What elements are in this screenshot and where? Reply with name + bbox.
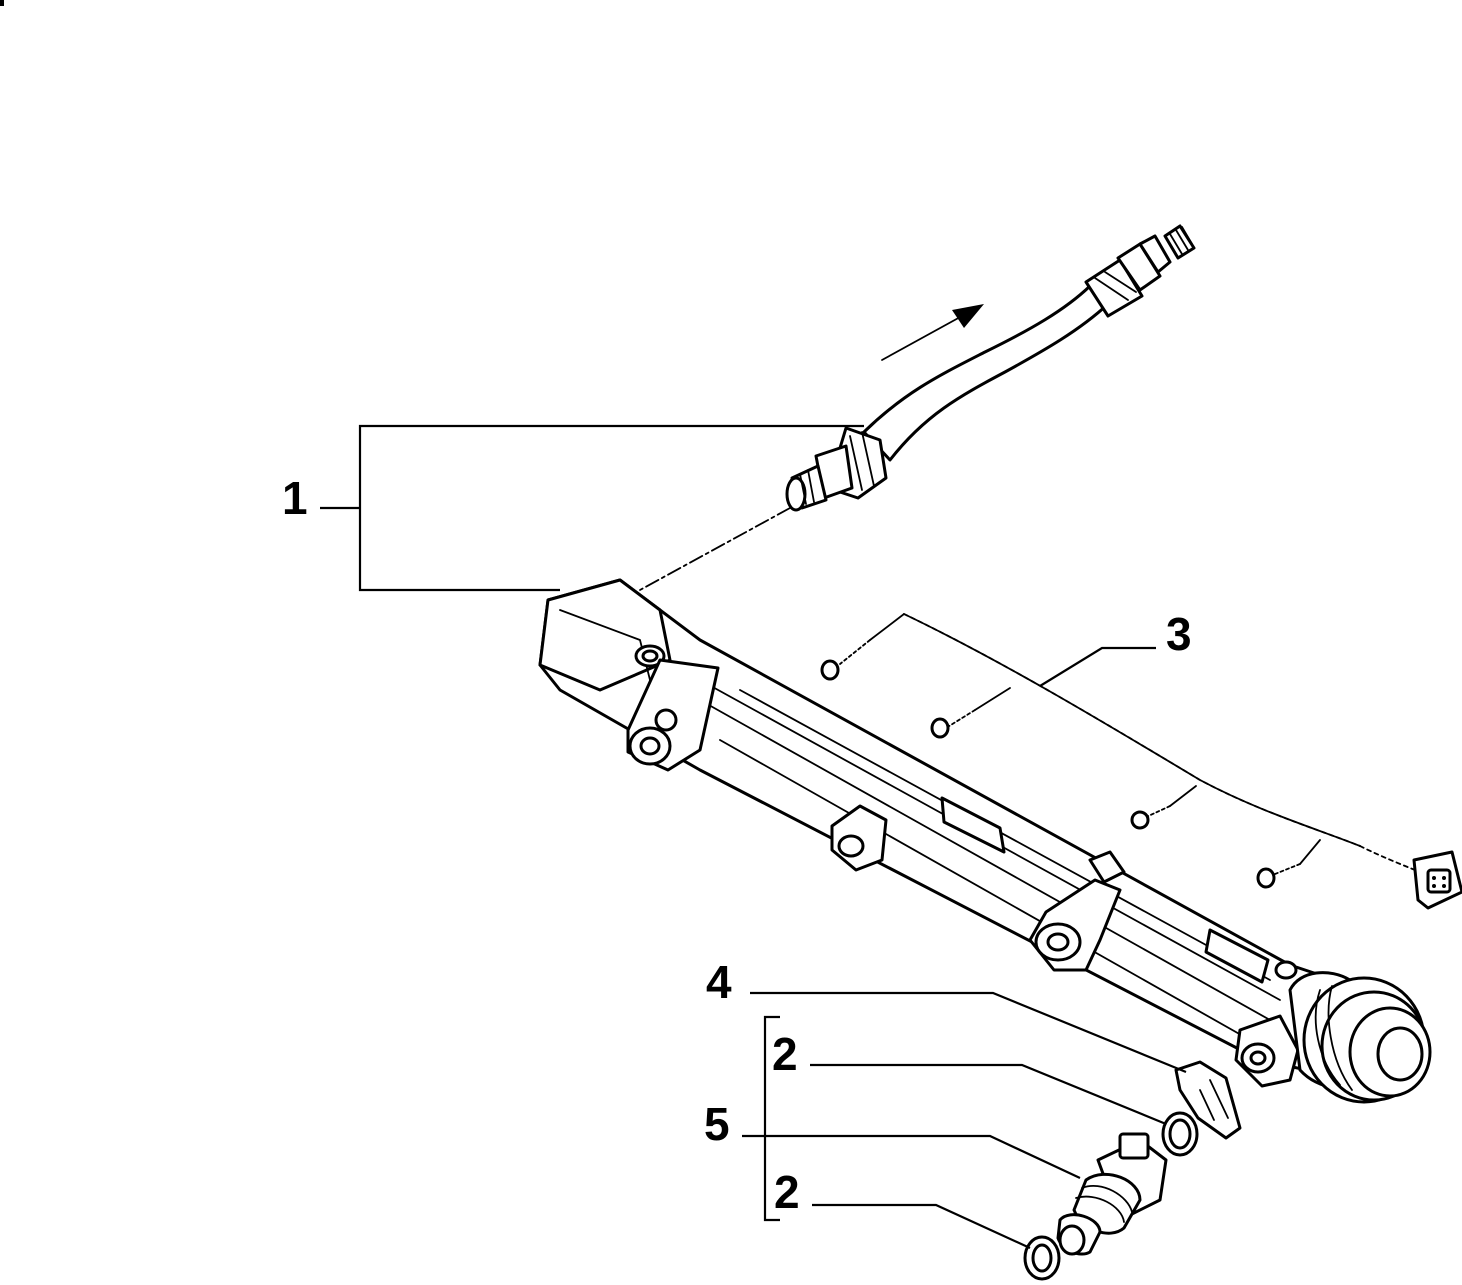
fuel-rail	[538, 578, 1432, 1104]
callout-2-lower: 2	[774, 1166, 800, 1218]
alignment-line	[639, 507, 791, 591]
callout-5: 5	[704, 1098, 730, 1150]
flow-direction-arrow	[952, 304, 984, 328]
callout-1: 1	[282, 472, 308, 524]
callout-5-bracket	[763, 1015, 780, 1222]
callout-4-leader	[750, 991, 1187, 1074]
callout-2-upper: 2	[772, 1028, 798, 1080]
callout-2b-leader	[812, 1203, 1031, 1250]
clip-bracket	[1174, 1060, 1242, 1140]
injector-wiring-harness	[820, 613, 1462, 910]
callout-3-leader	[1039, 646, 1156, 687]
callout-3: 3	[1166, 608, 1192, 660]
callout-5-leader	[765, 1134, 1081, 1179]
fuel-injector	[1056, 1132, 1168, 1256]
callout-2a-leader	[810, 1063, 1167, 1126]
fuel-hose-pipe	[785, 224, 1196, 512]
callout-4: 4	[706, 956, 732, 1008]
corner-mark	[0, 0, 4, 6]
